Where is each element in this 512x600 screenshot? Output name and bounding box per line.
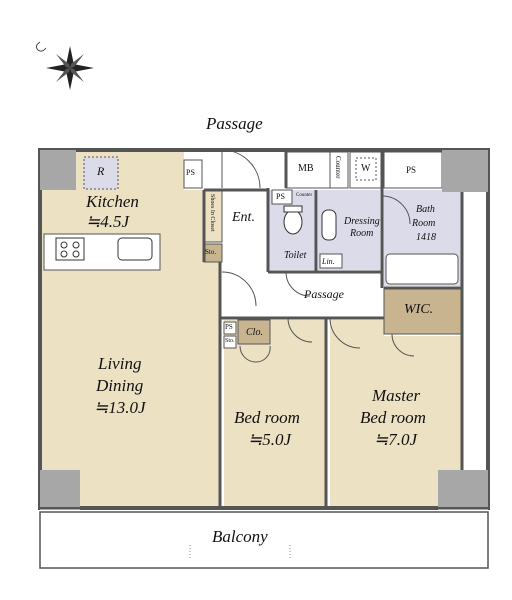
toilet-icon	[283, 209, 303, 235]
counter-small-label: Counter	[296, 193, 313, 198]
kitchen-area: ≒4.5J	[86, 212, 130, 231]
kitchen-label: Kitchen	[86, 192, 139, 211]
shoes-closet-label: Shoes In Closet	[208, 194, 215, 232]
refrigerator-label: R	[97, 164, 105, 178]
linen-label: Lin.	[322, 257, 335, 266]
bathtub	[385, 253, 459, 285]
counter-label: Counter	[334, 156, 343, 179]
ps-top-label: PS	[406, 165, 417, 175]
sink-icon	[117, 237, 153, 261]
wic-label: WIC.	[404, 302, 434, 317]
dressing-label: Dressing	[344, 216, 380, 227]
toilet-label: Toilet	[284, 250, 307, 261]
closet-floor	[237, 319, 271, 345]
washbasin-icon	[321, 209, 337, 241]
dining-label: Dining	[96, 376, 144, 395]
living-area: ≒13.0J	[94, 398, 146, 417]
master-floor	[330, 320, 462, 506]
stove-icon	[55, 237, 85, 261]
storage-kitchen-label: Sto.	[205, 248, 217, 256]
storage-bed-label: Sto.	[225, 338, 235, 344]
ps-toilet-label: PS	[276, 192, 285, 201]
master-bedroom-label: Bed room	[360, 408, 426, 427]
passage-inner-label: Passage	[304, 287, 344, 301]
master-area: ≒7.0J	[374, 430, 418, 449]
compass-icon	[35, 41, 94, 90]
closet-label: Clo.	[246, 327, 263, 338]
living-label: Living	[98, 354, 142, 373]
bath-size-label: 1418	[416, 232, 436, 243]
washer-label: W	[361, 163, 371, 174]
bedroom-area: ≒5.0J	[248, 430, 292, 449]
master-label: Master	[372, 386, 421, 405]
passage-top-label: Passage	[206, 114, 263, 133]
wic-floor	[383, 287, 463, 335]
ps-bed-label: PS	[225, 323, 233, 331]
bedroom-label: Bed room	[234, 408, 300, 427]
bath-label: Bath	[416, 204, 435, 215]
mb-label: MB	[298, 163, 314, 174]
refrigerator	[83, 156, 119, 190]
ps-kitchen-label: PS	[186, 168, 195, 177]
balcony-floor	[39, 511, 489, 569]
dressing-room-label: Room	[350, 228, 374, 239]
entrance-label: Ent.	[232, 210, 255, 225]
bath-room-label: Room	[412, 218, 436, 229]
balcony-label: Balcony	[212, 527, 268, 546]
